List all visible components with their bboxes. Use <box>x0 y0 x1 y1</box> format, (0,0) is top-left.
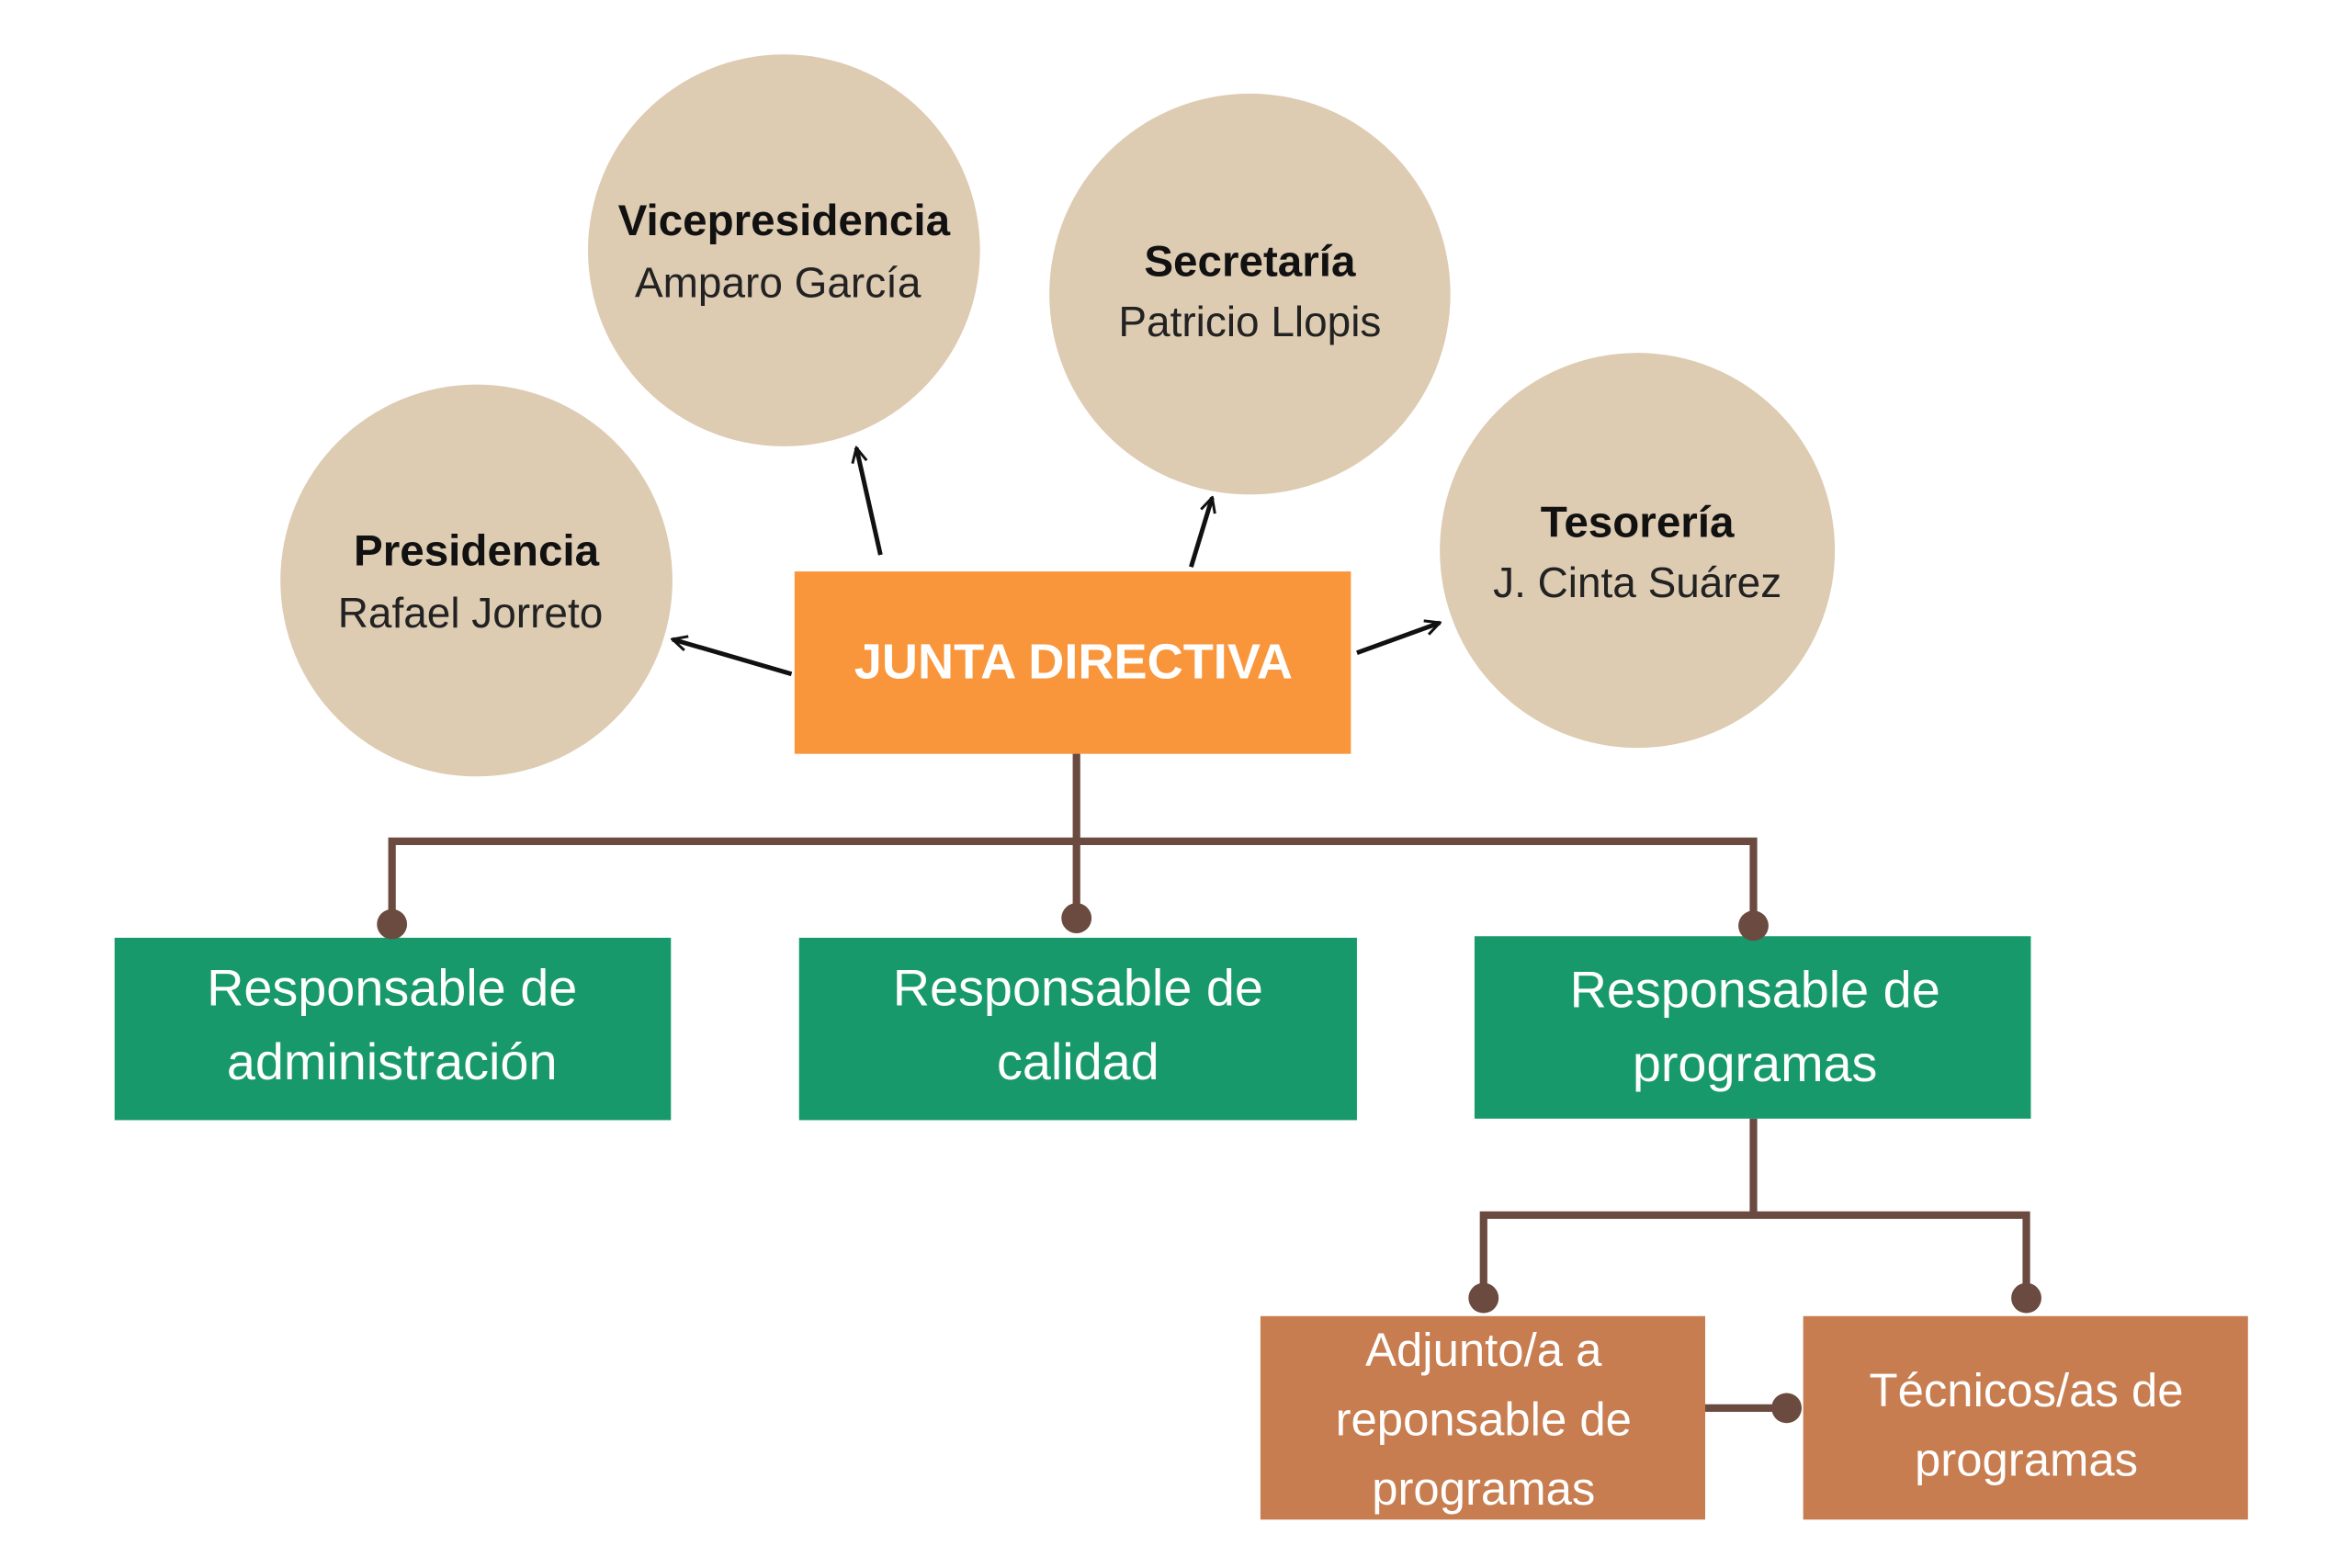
box-line: reponsable de <box>1336 1393 1632 1445</box>
arrow-to-secretaria <box>1189 498 1212 568</box>
officer-name: Amparo García <box>635 258 922 306</box>
officer-name: Patricio Llopis <box>1118 298 1381 345</box>
box-line: programas <box>1633 1034 1878 1092</box>
box-line: Adjunto/a a <box>1365 1324 1602 1376</box>
circle-shape <box>1049 93 1451 495</box>
arrows <box>673 448 1440 677</box>
junta-directiva-box: JUNTA DIRECTIVA <box>794 571 1351 754</box>
connector-dot <box>1771 1393 1803 1424</box>
box-line: programas <box>1372 1462 1595 1515</box>
box-line: Responsable de <box>893 959 1263 1017</box>
box-line: Técnicos/as de <box>1870 1364 2184 1416</box>
officer-secretaria: Secretaría Patricio Llopis <box>1049 93 1451 495</box>
manager-administracion: Responsable de administración <box>114 937 672 1121</box>
junta-label: JUNTA DIRECTIVA <box>854 635 1293 690</box>
connector-dot <box>1061 903 1092 933</box>
connector-dot <box>1738 910 1769 942</box>
box-line: Responsable de <box>1570 960 1940 1018</box>
box-line: programas <box>1915 1434 2138 1486</box>
officer-role: Presidencia <box>354 527 600 576</box>
box-line: calidad <box>997 1032 1159 1090</box>
officer-role: Secretaría <box>1144 237 1356 286</box>
manager-programas: Responsable de programas <box>1474 936 2031 1119</box>
connectors <box>388 749 2030 1412</box>
officer-role: Vicepresidencia <box>618 197 951 245</box>
manager-calidad: Responsable de calidad <box>798 937 1357 1121</box>
officer-vicepresidencia: Vicepresidencia Amparo García <box>588 54 980 446</box>
officer-name: Rafael Jorreto <box>338 589 604 637</box>
box-line: administración <box>227 1032 558 1090</box>
officer-tesoreria: Tesorería J. Cinta Suárez <box>1440 353 1836 749</box>
officer-presidencia: Presidencia Rafael Jorreto <box>280 384 673 777</box>
connector-dot <box>377 908 408 940</box>
officer-name: J. Cinta Suárez <box>1493 558 1781 606</box>
box-line: Responsable de <box>207 959 577 1017</box>
circle-shape <box>280 384 673 777</box>
arrow-to-presidencia <box>673 639 793 677</box>
arrow-to-tesoreria <box>1356 623 1440 656</box>
connector-dot <box>1468 1282 1499 1314</box>
staff-tecnicos: Técnicos/as de programas <box>1803 1315 2248 1520</box>
staff-adjunto: Adjunto/a a reponsable de programas <box>1260 1315 1705 1520</box>
officer-role: Tesorería <box>1541 498 1735 547</box>
connector-dot <box>2011 1282 2041 1314</box>
connector-dots <box>377 903 2041 1424</box>
circle-shape <box>1440 353 1836 749</box>
circle-shape <box>588 54 980 446</box>
arrow-to-vicepresidencia <box>856 448 883 556</box>
